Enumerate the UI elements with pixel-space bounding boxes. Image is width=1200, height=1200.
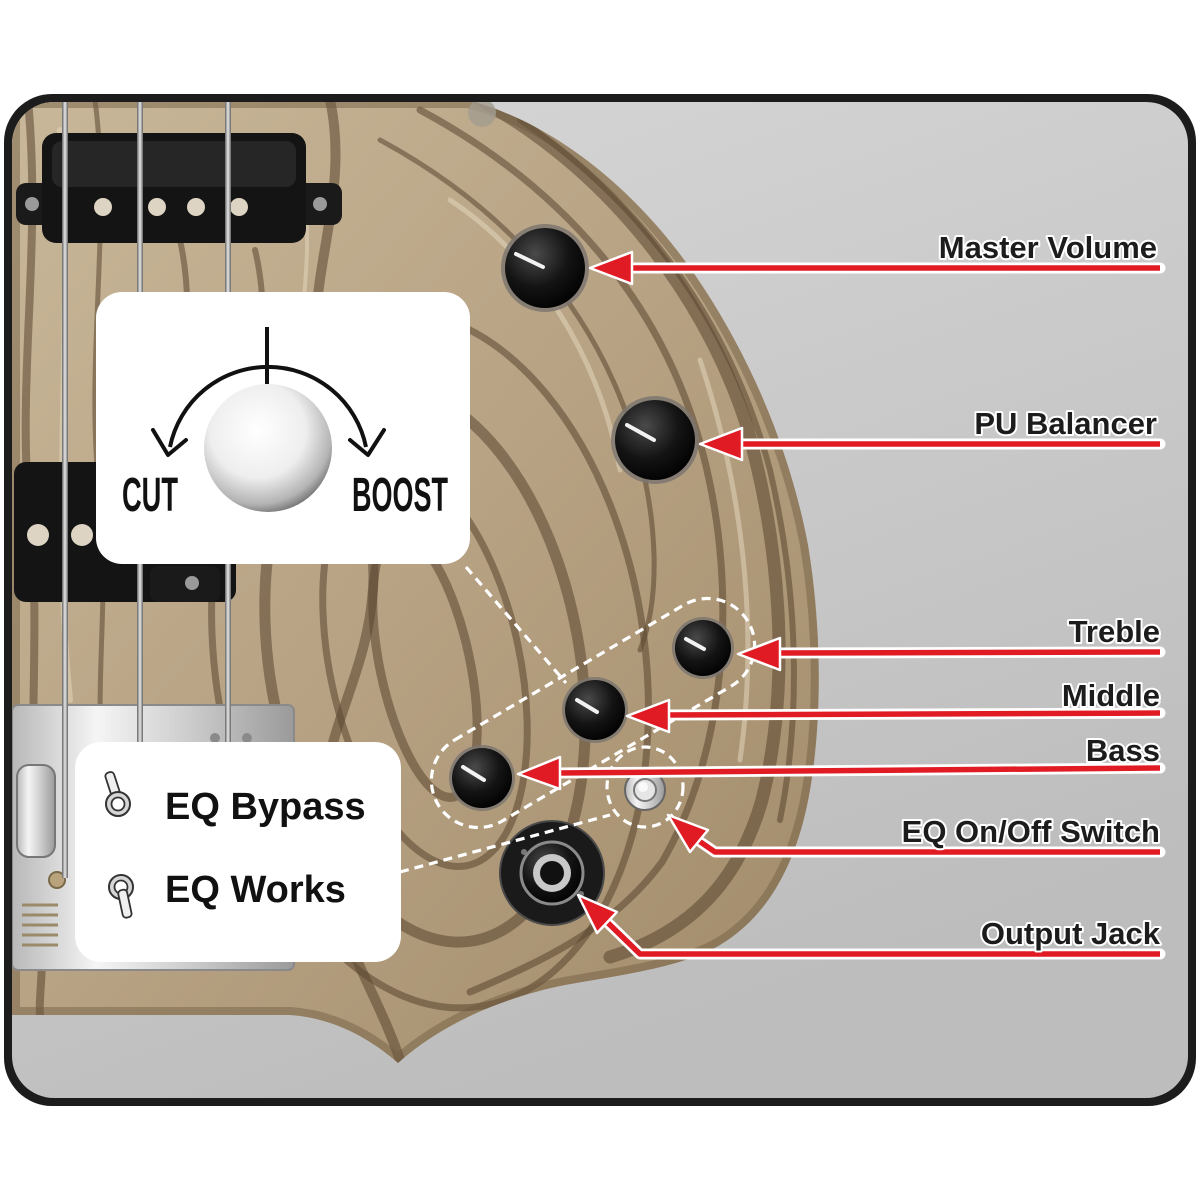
cut-label: CUT — [122, 469, 178, 522]
arrow-eq-switch — [666, 813, 1166, 858]
knob-illustration — [204, 384, 332, 512]
label-treble: Treble — [1069, 614, 1160, 649]
eq-switch-callout-connector — [399, 813, 611, 874]
label-output-jack: Output Jack — [981, 916, 1161, 951]
knob-treble — [672, 617, 734, 679]
arrow-output-jack — [576, 893, 1166, 960]
eq-knob-callout: CUT BOOST — [96, 292, 470, 564]
label-middle: Middle — [1062, 678, 1160, 713]
eq-knob-callout-connector — [464, 565, 568, 685]
output-jack — [499, 820, 605, 926]
label-bass: Bass — [1086, 733, 1160, 768]
eq-switch-outline — [605, 745, 685, 829]
eq-switch-callout: EQ Bypass EQ Works — [75, 742, 401, 962]
arrow-left-icon — [151, 428, 188, 457]
arrow-bass — [516, 755, 1166, 791]
arrow-treble — [736, 636, 1166, 672]
arrow-master-volume — [588, 250, 1166, 286]
body-screw — [468, 102, 496, 127]
label-pu-balancer: PU Balancer — [974, 406, 1157, 441]
eq-bypass-label: EQ Bypass — [165, 786, 366, 828]
arrow-middle — [625, 698, 1166, 734]
knob-pu-balancer — [611, 396, 699, 484]
neck-pickup — [16, 133, 342, 243]
arrow-pu-balancer — [698, 426, 1166, 462]
boost-label: BOOST — [352, 469, 448, 522]
eq-works-label: EQ Works — [165, 869, 346, 911]
arrow-right-icon — [348, 428, 386, 457]
toggle-switch-up-icon — [104, 771, 131, 817]
knob-master-volume — [501, 224, 589, 312]
knob-bass — [449, 745, 515, 811]
label-master-volume: Master Volume — [939, 230, 1157, 265]
eq-knobs-outline — [429, 596, 757, 830]
knob-middle — [562, 677, 628, 743]
toggle-switch-down-icon — [108, 874, 134, 919]
label-eq-switch: EQ On/Off Switch — [902, 814, 1160, 849]
